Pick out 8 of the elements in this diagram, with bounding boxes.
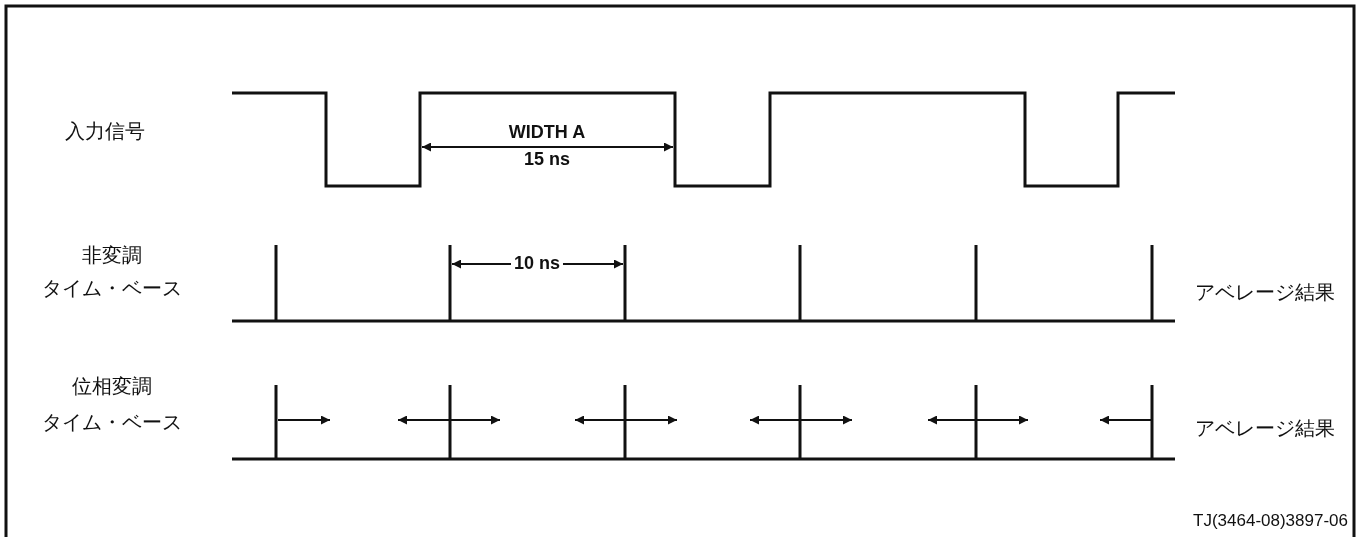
signal-name: 非変調 (82, 244, 142, 266)
signal-name: タイム・ベース (42, 411, 182, 433)
signal-name: タイム・ベース (42, 277, 182, 299)
signal-name: 入力信号 (65, 120, 145, 142)
result-label: アベレージ結果 (1195, 281, 1335, 303)
signal-name: 位相変調 (72, 375, 152, 397)
figure-id: TJ(3464-08)3897-06 (1193, 511, 1348, 531)
result-label: アベレージ結果 (1195, 417, 1335, 439)
